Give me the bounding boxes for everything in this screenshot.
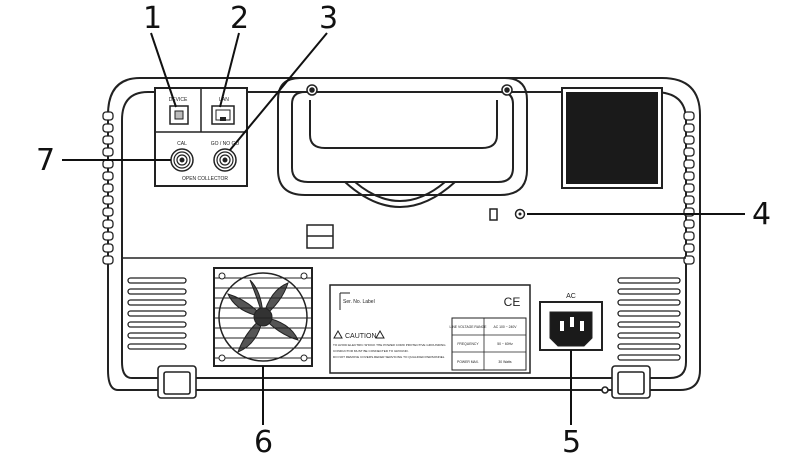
fan-icon <box>213 267 313 367</box>
bnc-connector-icon[interactable] <box>213 148 237 172</box>
carry-handle <box>277 77 528 208</box>
go-nogo-label: GO / NO GO <box>211 141 240 147</box>
callout-2: 2 <box>230 1 250 36</box>
cord-clip <box>306 224 334 249</box>
ac-inlet-icon[interactable]: AC <box>539 293 603 351</box>
rating-label-plate: Ser. No. Label CE CAUTION TO AVOID ELECT… <box>329 284 531 374</box>
rear-label-recess <box>561 87 663 189</box>
callout-4: 4 <box>752 197 772 232</box>
ground-terminal-icon[interactable] <box>514 208 526 220</box>
right-side-vents <box>683 111 695 265</box>
callout-1: 1 <box>143 1 163 36</box>
serial-number-label: Ser. No. Label <box>343 299 375 305</box>
left-side-vents <box>102 111 114 265</box>
lan-port-label: LAN <box>219 97 229 103</box>
spec-frequency-value: 50 ~ 60Hz <box>497 342 513 346</box>
chassis-outline <box>107 77 701 391</box>
cal-label: CAL <box>177 141 187 147</box>
caution-title: CAUTION <box>345 333 377 340</box>
open-collector-label: OPEN COLLECTOR <box>182 176 228 182</box>
caution-text-line-3: DO NOT REMOVE COVERS.REFER SERVICING TO … <box>333 355 445 359</box>
caution-text-line-1: TO AVOID ELECTRIC SHOCK THE POWER CORD P… <box>333 343 446 347</box>
rear-feet <box>157 365 651 399</box>
callout-6: 6 <box>254 425 274 460</box>
callout-5: 5 <box>562 425 582 460</box>
security-slot-icon <box>489 208 498 221</box>
lower-right-vents <box>617 277 681 361</box>
bnc-connector-icon[interactable] <box>170 148 194 172</box>
spec-line-voltage-name: LINE VOLTAGE RANGE <box>450 325 488 329</box>
device-port-label: DEVICE <box>169 97 188 103</box>
spec-frequency-name: FREQUENCY <box>457 342 479 346</box>
callout-7: 7 <box>36 143 56 178</box>
callout-3: 3 <box>319 1 339 36</box>
lan-port-icon[interactable] <box>211 105 235 125</box>
spec-power-name: POWER MAX. <box>457 360 479 364</box>
handle-screws <box>306 84 513 96</box>
lower-left-vents <box>127 277 187 350</box>
spec-line-voltage-value: AC 100 ~ 240V <box>493 325 517 329</box>
usb-device-port-icon[interactable] <box>169 105 189 125</box>
ac-label: AC <box>566 293 576 300</box>
io-panel: DEVICE LAN CAL GO / NO GO OPEN COLLECTOR <box>154 87 248 187</box>
ce-mark: CE <box>504 295 521 309</box>
caution-text-line-2: CONDUCTOR MUST BE CONNECTED TO GROUND. <box>333 349 409 353</box>
callout-leaders <box>62 32 745 425</box>
spec-power-value: 30 Watts <box>498 360 512 364</box>
